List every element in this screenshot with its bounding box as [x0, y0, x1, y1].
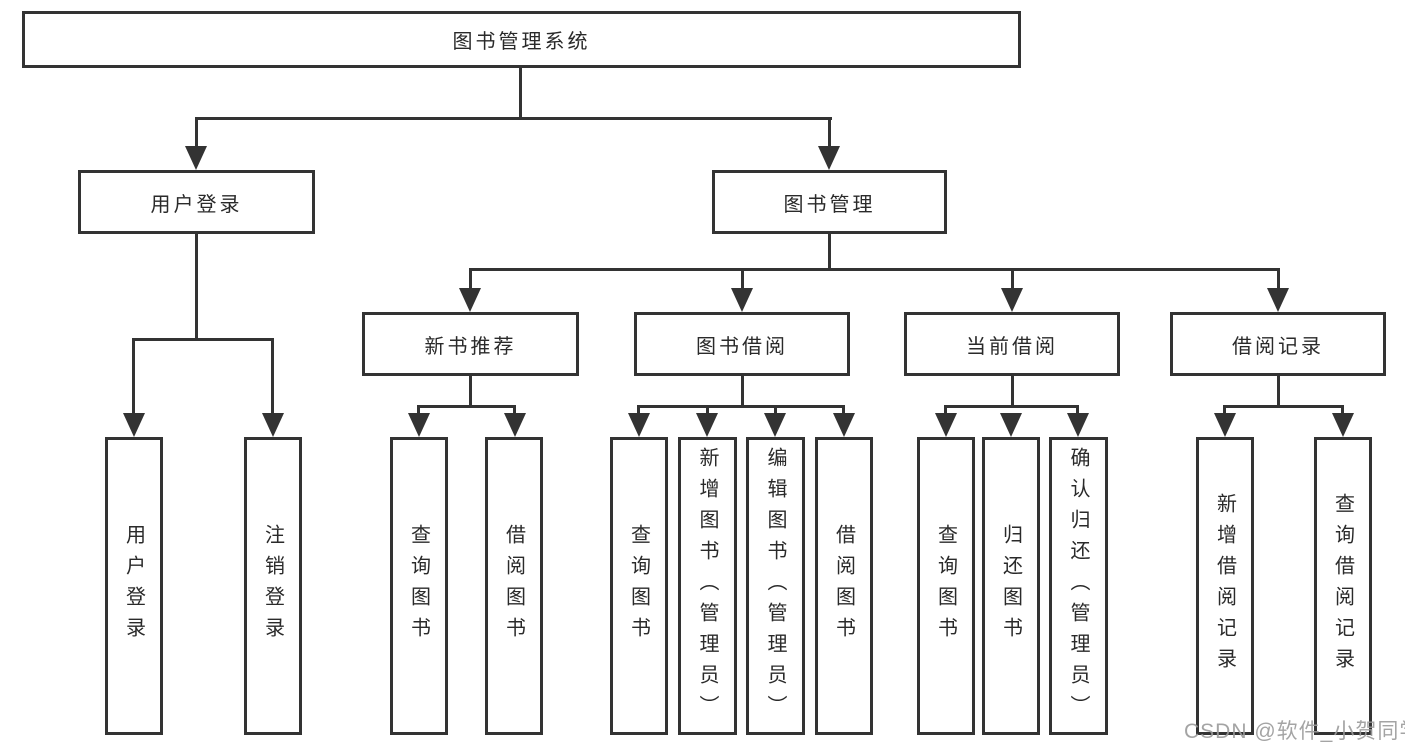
leaf-label: 借阅图书 [832, 524, 855, 648]
arrow-down-icon [1001, 288, 1023, 312]
leaf-label: 归还图书 [999, 524, 1022, 648]
connector-line [1076, 405, 1079, 415]
arrow-down-icon [818, 146, 840, 170]
arrow-down-icon [696, 413, 718, 437]
connector-line [741, 376, 744, 408]
connector-line [519, 68, 522, 117]
arrow-down-icon [1000, 413, 1022, 437]
connector-line [1341, 405, 1344, 415]
arrow-down-icon [262, 413, 284, 437]
arrow-down-icon [731, 288, 753, 312]
arrow-down-icon [459, 288, 481, 312]
connector-line [828, 117, 831, 149]
arrow-down-icon [833, 413, 855, 437]
connector-line [1223, 405, 1344, 408]
leaf-query-books-current: 查询图书 [917, 437, 975, 735]
leaf-label: 查询图书 [407, 524, 430, 648]
connector-line [417, 405, 516, 408]
arrow-down-icon [1067, 413, 1089, 437]
connector-line [417, 405, 420, 415]
node-label: 借阅记录 [1232, 335, 1324, 358]
connector-line [195, 117, 198, 149]
leaf-label: 注销登录 [261, 524, 284, 648]
connector-line [1011, 268, 1014, 290]
arrow-down-icon [1267, 288, 1289, 312]
arrow-down-icon [628, 413, 650, 437]
arrow-down-icon [185, 146, 207, 170]
leaf-borrow-books: 借阅图书 [815, 437, 873, 735]
node-book-management: 图书管理 [712, 170, 947, 234]
node-label: 图书管理系统 [452, 31, 591, 53]
leaf-label: 借阅图书 [502, 524, 525, 648]
leaf-label: 编辑图书（管理员） [764, 446, 786, 726]
arrow-down-icon [935, 413, 957, 437]
connector-line [741, 268, 744, 290]
connector-line [944, 405, 1079, 408]
node-current-borrowing: 当前借阅 [904, 312, 1120, 376]
connector-line [469, 376, 472, 408]
node-library-management-system: 图书管理系统 [22, 11, 1021, 68]
leaf-label: 新增图书（管理员） [696, 446, 718, 726]
arrow-down-icon [764, 413, 786, 437]
leaf-label: 查询图书 [934, 524, 957, 648]
node-label: 图书借阅 [696, 335, 788, 358]
leaf-add-borrow-record: 新增借阅记录 [1196, 437, 1254, 735]
leaf-user-login: 用户登录 [105, 437, 163, 735]
arrow-down-icon [123, 413, 145, 437]
node-label: 当前借阅 [966, 335, 1058, 358]
leaf-add-books-admin: 新增图书（管理员） [678, 437, 737, 735]
connector-line [774, 405, 777, 415]
connector-line [469, 268, 472, 290]
node-label: 图书管理 [783, 193, 876, 216]
connector-line [842, 405, 845, 415]
node-new-book-recommendation: 新书推荐 [362, 312, 579, 376]
connector-line [637, 405, 640, 415]
leaf-borrow-books-recommend: 借阅图书 [485, 437, 543, 735]
leaf-label: 查询图书 [627, 524, 650, 648]
leaf-logout: 注销登录 [244, 437, 302, 735]
connector-line [1277, 268, 1280, 290]
leaf-query-borrow-record: 查询借阅记录 [1314, 437, 1372, 735]
connector-line [637, 405, 845, 408]
leaf-edit-books-admin: 编辑图书（管理员） [746, 437, 805, 735]
arrow-down-icon [1214, 413, 1236, 437]
leaf-label: 查询借阅记录 [1331, 493, 1354, 679]
connector-line [195, 117, 832, 120]
leaf-query-books-recommend: 查询图书 [390, 437, 448, 735]
connector-line [1277, 376, 1280, 408]
arrow-down-icon [408, 413, 430, 437]
connector-line [195, 234, 198, 338]
arrow-down-icon [1332, 413, 1354, 437]
leaf-query-books-borrow: 查询图书 [610, 437, 668, 735]
arrow-down-icon [504, 413, 526, 437]
connector-line [132, 338, 273, 341]
node-borrowing-records: 借阅记录 [1170, 312, 1386, 376]
connector-line [1011, 376, 1014, 408]
connector-line [513, 405, 516, 415]
connector-line [469, 268, 1280, 271]
node-label: 新书推荐 [424, 335, 517, 358]
node-user-login: 用户登录 [78, 170, 315, 234]
leaf-confirm-return-admin: 确认归还（管理员） [1049, 437, 1108, 735]
leaf-label: 用户登录 [122, 524, 145, 648]
connector-line [828, 234, 831, 268]
connector-line [271, 338, 274, 415]
node-label: 用户登录 [150, 193, 243, 216]
connector-line [1223, 405, 1226, 415]
leaf-return-books: 归还图书 [982, 437, 1040, 735]
leaf-label: 新增借阅记录 [1213, 493, 1236, 679]
leaf-label: 确认归还（管理员） [1067, 446, 1089, 726]
node-book-borrowing: 图书借阅 [634, 312, 850, 376]
connector-line [706, 405, 709, 415]
csdn-watermark: CSDN @软件_小贺同学 [1184, 720, 1405, 743]
connector-line [944, 405, 947, 415]
connector-line [132, 338, 135, 415]
